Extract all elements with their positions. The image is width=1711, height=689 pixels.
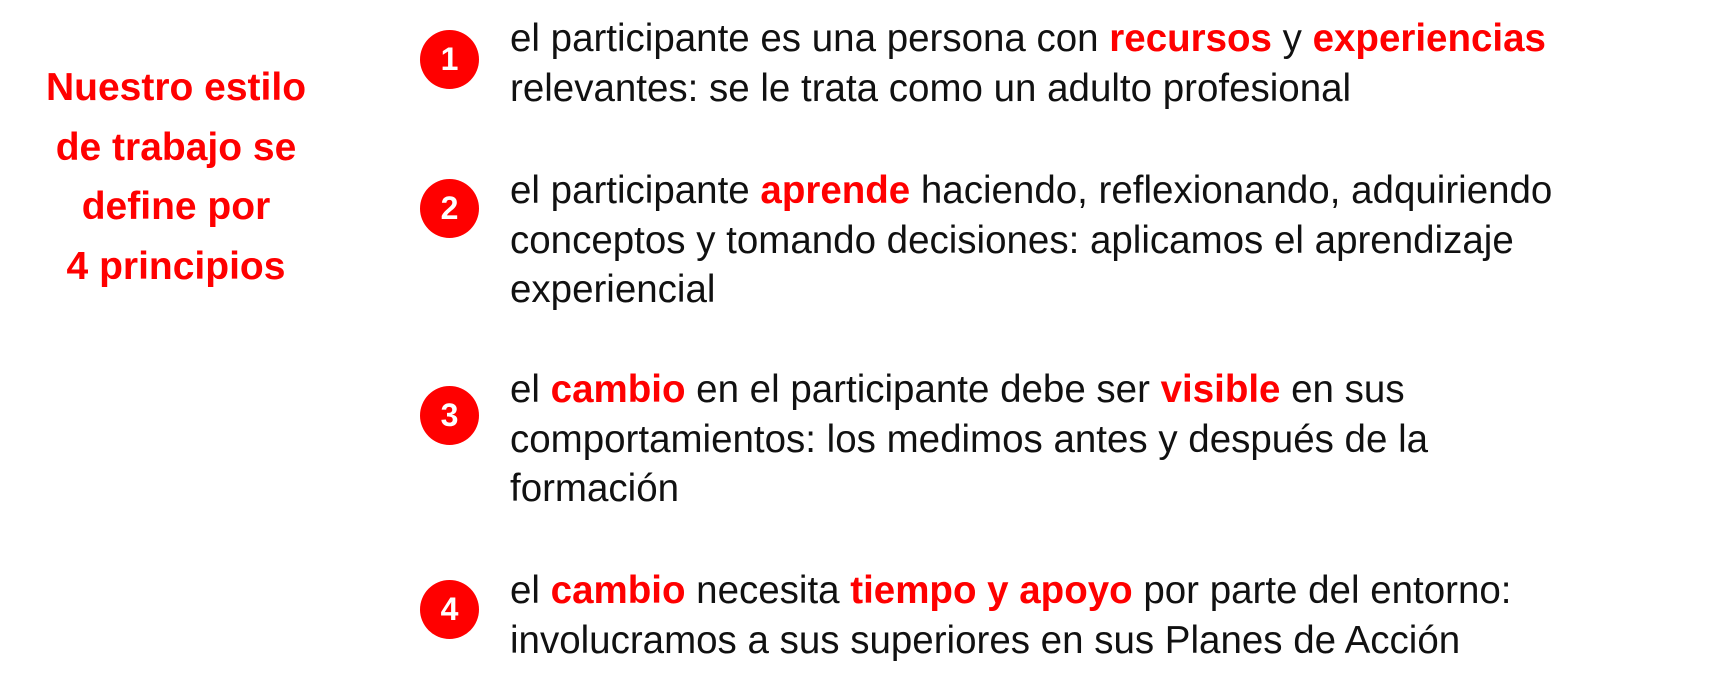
number-badge: 4 [420, 580, 479, 639]
principle-text: el participante aprende haciendo, reflex… [510, 166, 1552, 315]
principle-text: el participante es una persona con recur… [510, 14, 1546, 113]
text-segment: comportamientos: los medimos antes y des… [510, 417, 1429, 461]
principle-text: el cambio necesita tiempo y apoyo por pa… [510, 566, 1512, 665]
text-segment: en sus [1280, 368, 1405, 411]
text-segment: conceptos y tomando decisiones: aplicamo… [510, 218, 1514, 262]
highlight-keyword: aprende [760, 169, 911, 212]
text-segment: relevantes: se le trata como un adulto p… [510, 66, 1352, 110]
text-segment: y [1271, 17, 1313, 60]
highlight-keyword: cambio [550, 569, 686, 612]
text-segment: el [510, 569, 551, 612]
text-segment: haciendo, reflexionando, adquiriendo [910, 169, 1553, 212]
text-line: el cambio necesita tiempo y apoyo por pa… [510, 566, 1512, 616]
text-line: el cambio en el participante debe ser vi… [510, 365, 1428, 415]
text-segment: formación [510, 467, 680, 510]
highlight-keyword: tiempo y apoyo [850, 569, 1133, 612]
highlight-keyword: cambio [550, 368, 686, 411]
text-line: comportamientos: los medimos antes y des… [510, 415, 1428, 465]
highlight-keyword: recursos [1109, 17, 1272, 60]
principle-text: el cambio en el participante debe ser vi… [510, 365, 1428, 514]
text-segment: el [510, 368, 551, 411]
text-line: el participante aprende haciendo, reflex… [510, 166, 1552, 216]
text-segment: el participante [510, 169, 761, 212]
text-line: conceptos y tomando decisiones: aplicamo… [510, 216, 1552, 266]
text-segment: involucramos a sus superiores en sus Pla… [510, 618, 1461, 662]
heading-line: 4 principios [66, 244, 286, 288]
text-line: el participante es una persona con recur… [510, 14, 1546, 64]
number-badge: 2 [420, 179, 479, 238]
text-segment: por parte del entorno: [1132, 569, 1512, 612]
text-segment: necesita [685, 569, 851, 612]
text-line: involucramos a sus superiores en sus Pla… [510, 616, 1512, 666]
heading-line: Nuestro estilo [45, 66, 307, 109]
text-line: relevantes: se le trata como un adulto p… [510, 64, 1546, 114]
text-segment: experiencial [510, 268, 716, 311]
text-segment: el participante es una persona con [510, 17, 1110, 60]
heading-line: define por [81, 185, 271, 228]
heading-line: de trabajo se [55, 125, 297, 169]
text-line: formación [510, 464, 1428, 514]
text-segment: en el participante debe ser [685, 368, 1161, 411]
number-badge: 3 [420, 386, 479, 445]
principles-heading: Nuestro estilo de trabajo se define por … [20, 58, 332, 296]
highlight-keyword: visible [1160, 368, 1281, 411]
number-badge: 1 [420, 30, 479, 89]
text-line: experiencial [510, 265, 1552, 315]
highlight-keyword: experiencias [1312, 17, 1546, 60]
